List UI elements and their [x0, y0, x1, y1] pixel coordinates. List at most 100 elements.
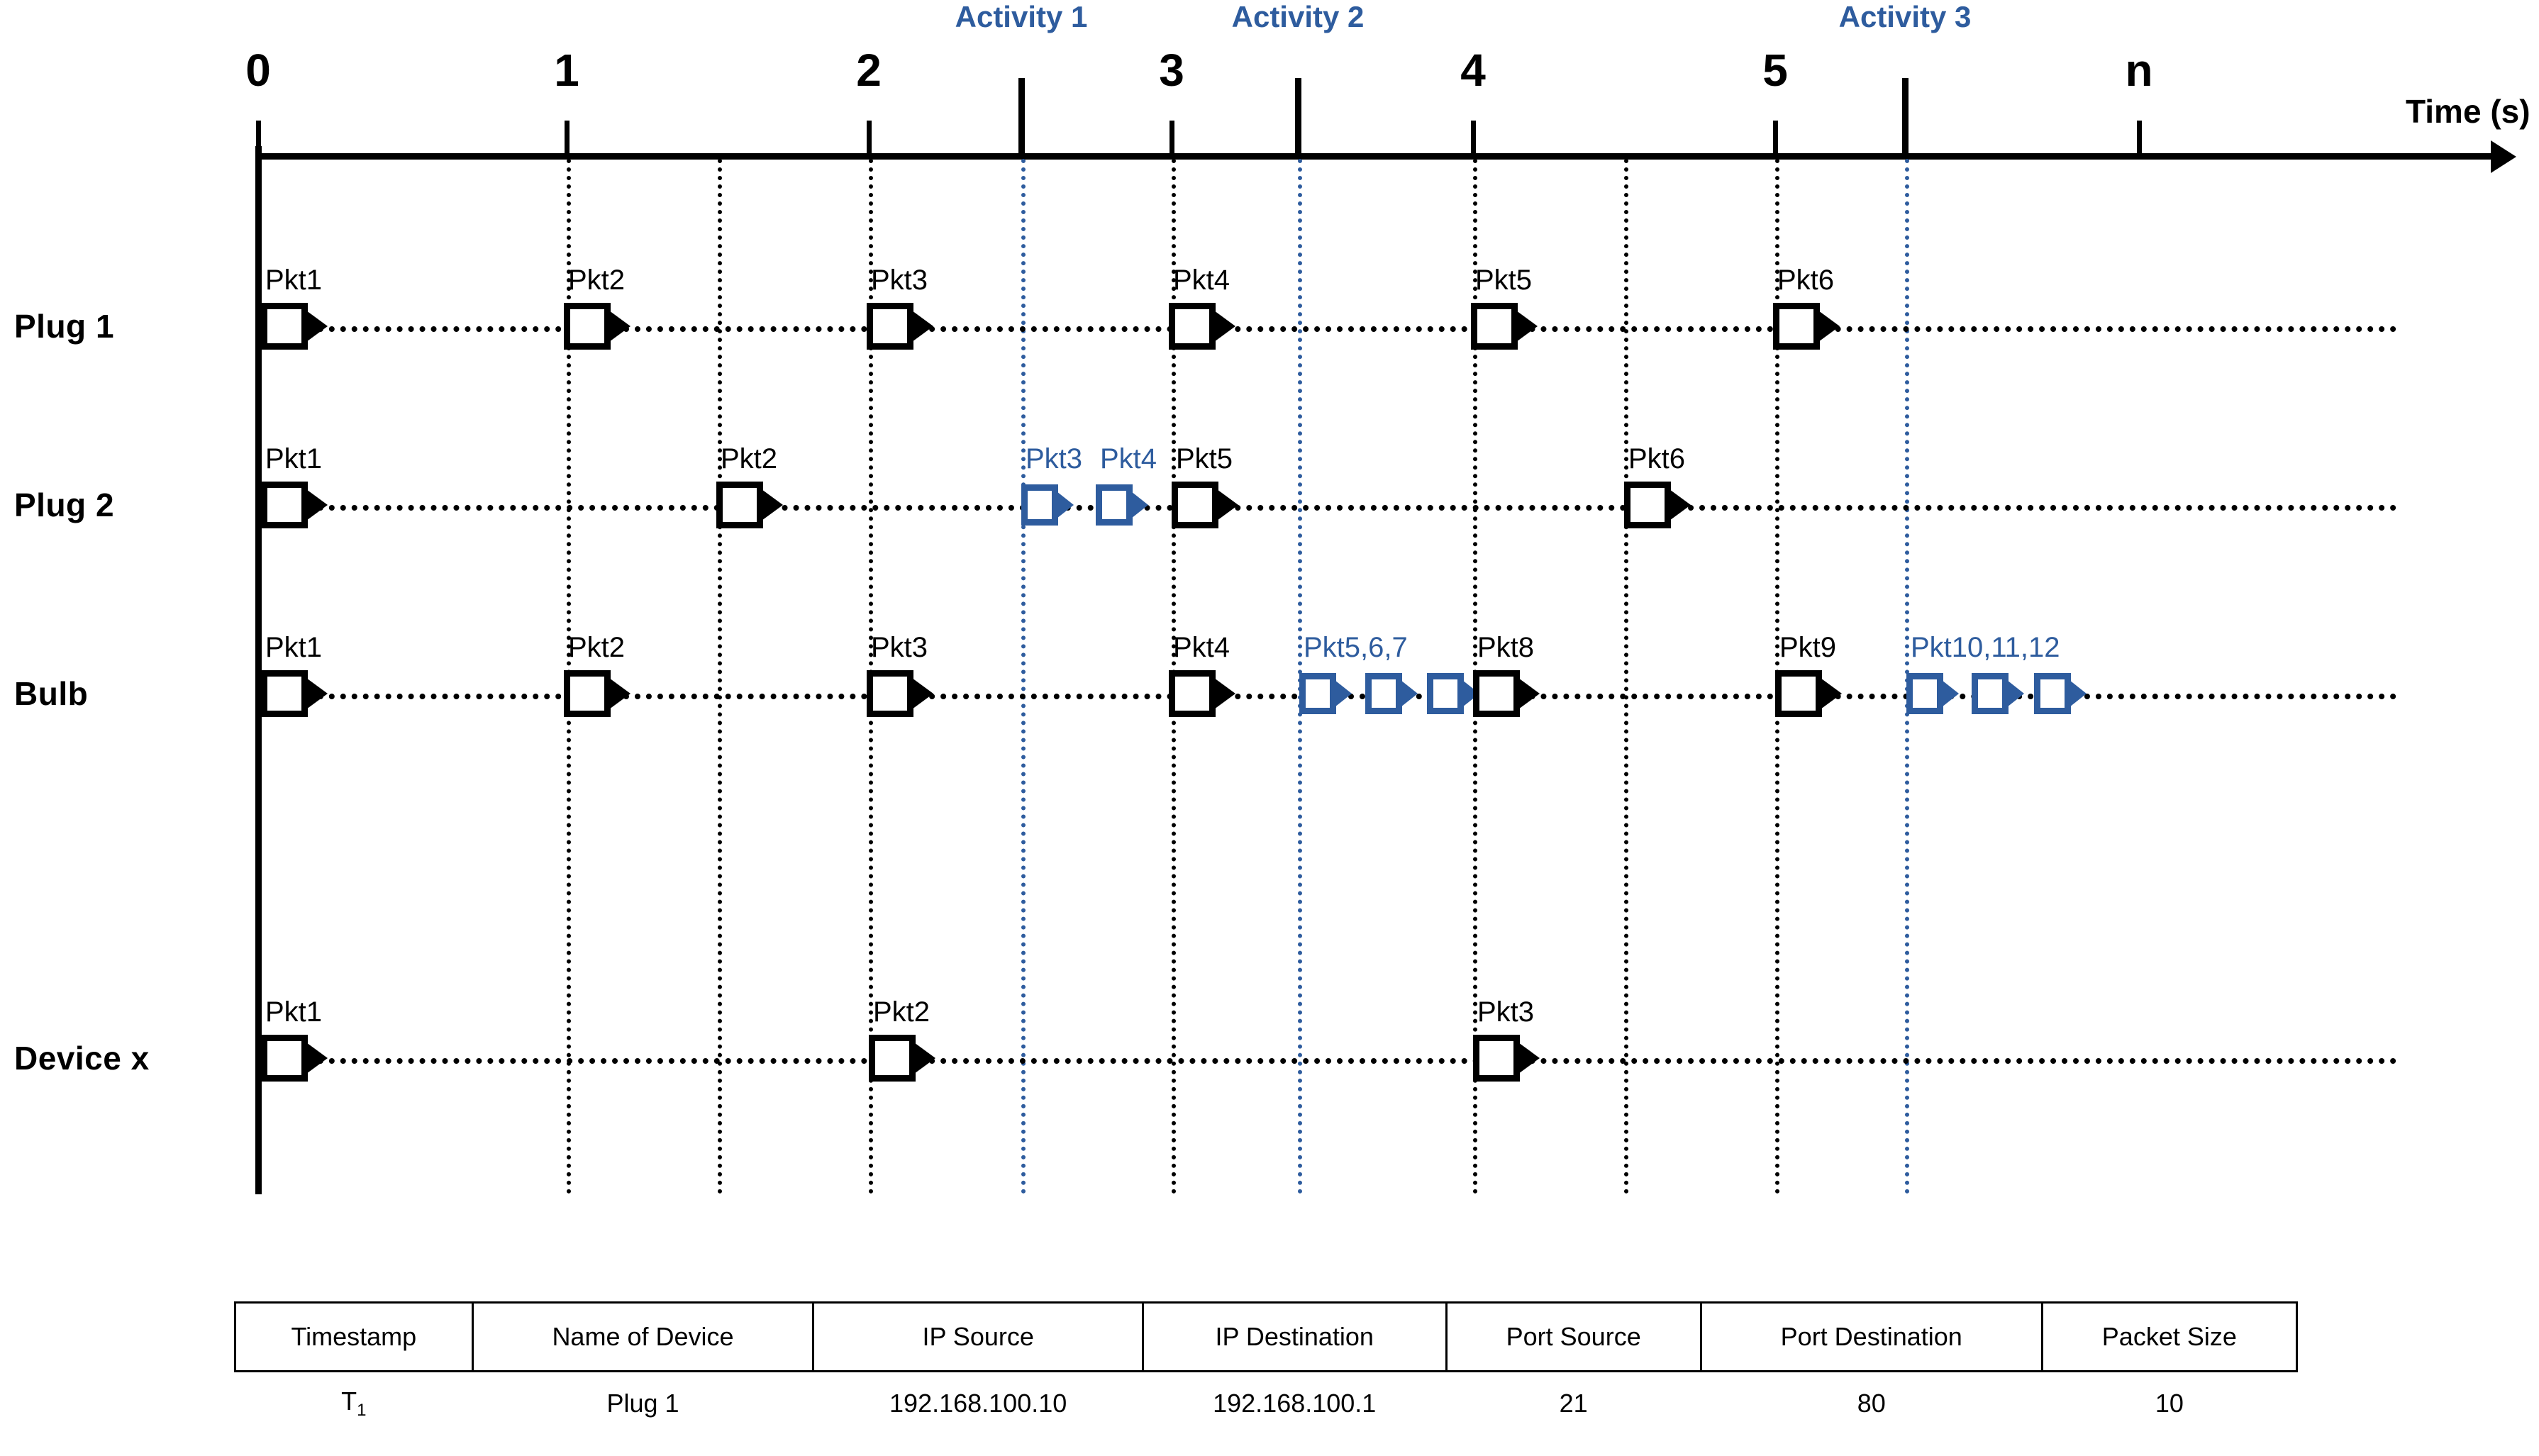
packet-arrow-icon [1401, 680, 1418, 707]
packet-arrow-icon [1131, 491, 1148, 518]
packet-label-bulb-2: Pkt2 [568, 632, 626, 663]
packet-box-icon [867, 303, 913, 350]
packet-box-icon [2034, 673, 2071, 714]
activity-label-3: Activity 3 [1838, 0, 1972, 33]
packet-label-plug-1-4: Pkt4 [1173, 265, 1230, 296]
packet-box-icon [867, 670, 913, 717]
packet-label-bulb-3: Pkt3 [871, 632, 928, 663]
flow-line-device-x [261, 1058, 2397, 1064]
axis-tick-5 [1773, 121, 1778, 155]
packet-label-bulb-9: Pkt9 [1779, 632, 1837, 663]
packet-box-icon [261, 670, 308, 717]
cell-ip-destination: 192.168.100.1 [1213, 1389, 1377, 1418]
packet-arrow-icon [1057, 491, 1074, 518]
packet-box-icon [1299, 673, 1336, 714]
packet-label-bulb-8: Pkt8 [1477, 632, 1535, 663]
packet-box-icon [1624, 482, 1671, 528]
packet-box-icon [869, 1035, 916, 1082]
packet-arrow-icon [912, 311, 933, 342]
packet-label-bulb-4: Pkt4 [1173, 632, 1230, 663]
packet-box-icon [1169, 303, 1216, 350]
packet-arrow-icon [609, 678, 630, 709]
packet-label-plug-1-1: Pkt1 [265, 265, 323, 296]
packet-label-device-x-1: Pkt1 [265, 996, 323, 1028]
time-axis-arrow-icon [2491, 140, 2516, 173]
axis-tick-label-1: 1 [554, 45, 579, 96]
packet-arrow-icon [306, 678, 328, 709]
packet-label-plug-1-5: Pkt5 [1475, 265, 1533, 296]
activity-tick-3 [1902, 78, 1909, 156]
packet-arrow-icon [609, 311, 630, 342]
axis-tick-0 [256, 121, 261, 155]
packet-arrow-icon [762, 489, 783, 521]
packet-label-plug-2-6: Pkt6 [1628, 443, 1686, 474]
packet-arrow-icon [1214, 311, 1235, 342]
packet-arrow-icon [1942, 680, 1959, 707]
table-header-1: Name of Device [471, 1301, 815, 1372]
packet-box-icon [716, 482, 763, 528]
packet-box-icon [1473, 670, 1520, 717]
cell-ip-source: 192.168.100.10 [889, 1389, 1067, 1418]
packet-arrow-icon [1518, 1043, 1540, 1074]
axis-tick-label-3: 3 [1159, 45, 1184, 96]
packet-arrow-icon [914, 1043, 935, 1074]
packet-label-plug-1-3: Pkt3 [871, 265, 928, 296]
axis-tick-3 [1170, 121, 1174, 155]
timestamp-subscript: 1 [357, 1401, 367, 1421]
packet-label-bulb-1: Pkt1 [265, 632, 323, 663]
gridline-3 [1021, 159, 1026, 1194]
packet-label-device-x-2: Pkt2 [873, 996, 930, 1028]
packet-box-icon [1096, 484, 1133, 526]
table-header-0: Timestamp [234, 1301, 474, 1372]
table-header-3: IP Destination [1141, 1301, 1448, 1372]
packet-box-icon [1021, 484, 1058, 526]
packet-label-plug-2-1: Pkt1 [265, 443, 323, 474]
cell-packet-size: 10 [2155, 1389, 2184, 1418]
time-axis-label: Time (s) [2406, 93, 2530, 130]
axis-tick-label-4: 4 [1460, 45, 1486, 96]
packet-box-icon [1473, 1035, 1520, 1082]
device-axis-line [255, 146, 262, 1194]
packet-arrow-icon [306, 311, 328, 342]
packet-arrow-icon [1335, 680, 1352, 707]
packet-box-icon [1773, 303, 1820, 350]
packet-arrow-icon [1818, 311, 1840, 342]
row-label-plug-1: Plug 1 [14, 308, 115, 345]
table-header-2: IP Source [812, 1301, 1144, 1372]
row-label-bulb: Bulb [14, 675, 89, 712]
cell-timestamp: T1 [341, 1386, 367, 1421]
packet-box-icon [1972, 673, 2009, 714]
table-header-6: Packet Size [2040, 1301, 2299, 1372]
cell-port-destination: 80 [1857, 1389, 1886, 1418]
packet-label-plug-2-2: Pkt2 [721, 443, 778, 474]
row-label-plug-2: Plug 2 [14, 487, 115, 523]
axis-tick-label-0: 0 [245, 45, 271, 96]
packet-arrow-icon [1516, 311, 1538, 342]
table-header-4: Port Source [1445, 1301, 1702, 1372]
packet-label-plug-1-6: Pkt6 [1777, 265, 1835, 296]
packet-box-icon [1365, 673, 1402, 714]
packet-arrow-icon [1669, 489, 1691, 521]
packet-box-icon [1906, 673, 1943, 714]
packet-box-icon [1169, 670, 1216, 717]
axis-tick-label-5: 5 [1762, 45, 1788, 96]
packet-label-plug-2-5: Pkt5 [1176, 443, 1233, 474]
packet-box-icon [564, 670, 611, 717]
time-axis-line [258, 153, 2499, 160]
table-header-5: Port Destination [1699, 1301, 2043, 1372]
axis-tick-4 [1471, 121, 1476, 155]
packet-arrow-icon [1217, 489, 1238, 521]
row-label-device-x: Device x [14, 1040, 150, 1077]
gridline-1 [718, 159, 722, 1194]
packet-box-icon [1775, 670, 1822, 717]
axis-tick-label-2: 2 [856, 45, 882, 96]
packet-label-device-x-3: Pkt3 [1477, 996, 1535, 1028]
activity-label-2: Activity 2 [1231, 0, 1365, 33]
gridline-7 [1624, 159, 1628, 1194]
axis-tick-n [2137, 121, 2142, 155]
